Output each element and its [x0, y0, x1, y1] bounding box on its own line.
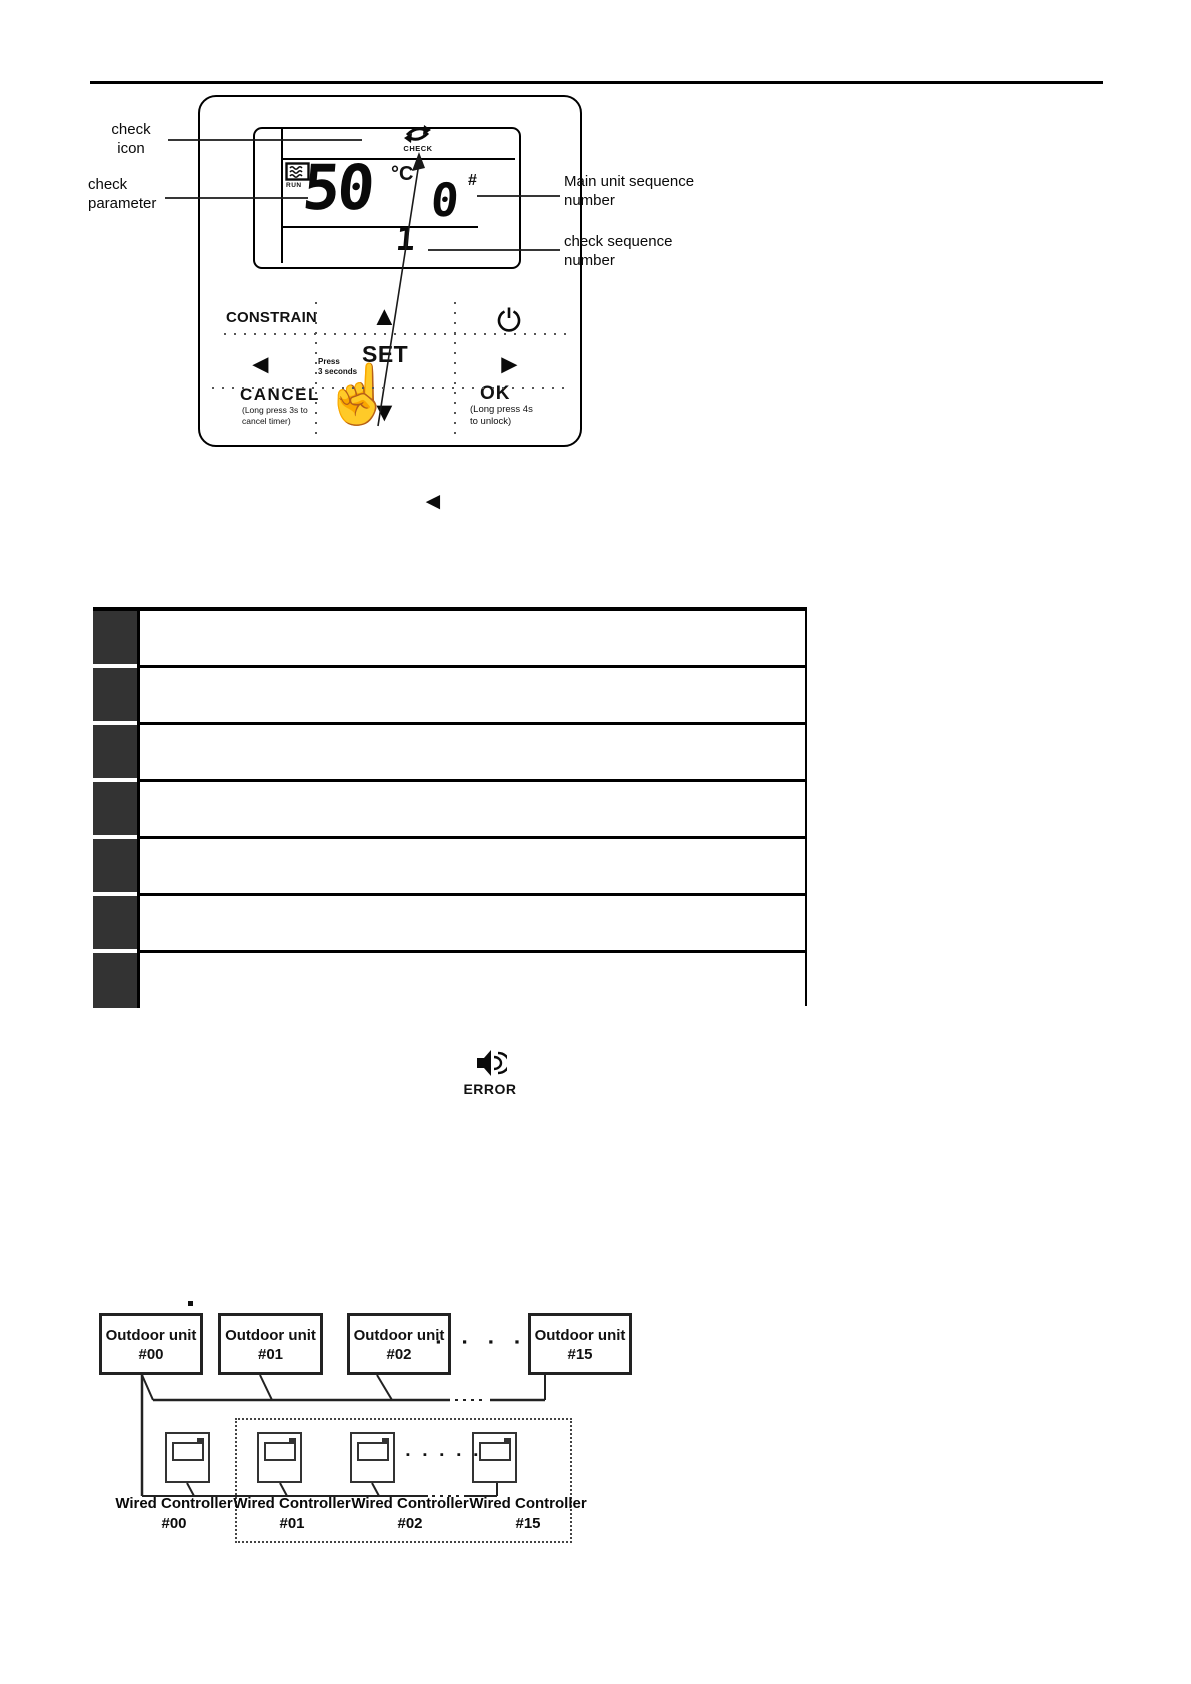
check-icon — [403, 124, 433, 144]
ok-button: OK — [480, 383, 511, 404]
table-row-label-cell — [93, 839, 137, 892]
main-unit-sequence-value: 0 — [428, 173, 462, 227]
controller-led — [382, 1438, 389, 1442]
page-top-rule — [90, 81, 1103, 84]
inline-left-arrow-icon: ◄ — [421, 488, 445, 515]
controller-screen — [479, 1442, 511, 1461]
table-row-label-cell — [93, 668, 137, 721]
outdoor-unit-box: Outdoor unit #00 — [99, 1313, 203, 1375]
wired-controller-label: Wired Controller #01 — [233, 1495, 351, 1532]
table-row-content-cell — [137, 725, 805, 782]
wired-controller-label: Wired Controller #00 — [115, 1495, 233, 1532]
table-row — [93, 953, 805, 1008]
lcd-divider-top — [282, 158, 515, 160]
left-button: ◄ — [247, 349, 274, 379]
parameter-table — [93, 607, 807, 1008]
lcd-divider-vertical — [281, 129, 283, 263]
controller-screen — [264, 1442, 296, 1461]
outdoor-unit-box: Outdoor unit #15 — [528, 1313, 632, 1375]
wired-controller-label: Wired Controller #02 — [351, 1495, 469, 1532]
error-label: ERROR — [463, 1081, 517, 1097]
callout-check-parameter: check parameter — [88, 176, 157, 212]
controller-screen — [357, 1442, 389, 1461]
controller-screen — [172, 1442, 204, 1461]
cancel-note: (Long press 3s to cancel timer) — [242, 405, 308, 426]
press-note: Press 3 seconds — [318, 357, 358, 376]
run-mode-icon — [285, 162, 311, 182]
callout-main-unit-sequence: Main unit sequence number — [564, 173, 695, 209]
temp-unit: °C — [391, 163, 414, 185]
wired-controller-box — [257, 1432, 302, 1483]
table-row-content-cell — [137, 896, 805, 953]
power-icon — [495, 305, 523, 333]
wired-controller-box — [472, 1432, 517, 1483]
table-row-label-cell — [93, 611, 137, 664]
wired-controller-box — [350, 1432, 395, 1483]
controller-led — [197, 1438, 204, 1442]
right-button: ► — [496, 349, 523, 379]
table-row — [93, 611, 805, 668]
callout-check-sequence: check sequence number — [564, 233, 673, 269]
check-parameter-value: 50 — [299, 151, 375, 224]
controller-group-dashed-border — [235, 1418, 572, 1543]
table-row — [93, 839, 805, 896]
wired-controller-label: Wired Controller #15 — [469, 1495, 587, 1532]
ok-note: (Long press 4s to unlock) — [470, 404, 533, 427]
table-row — [93, 725, 805, 782]
outdoor-unit-box: Outdoor unit #01 — [218, 1313, 323, 1375]
wired-controller-box — [165, 1432, 210, 1483]
main-unit-suffix: # — [468, 172, 477, 189]
table-row-content-cell — [137, 953, 805, 1008]
up-button: ▲ — [371, 301, 398, 331]
error-speaker-icon — [471, 1044, 511, 1084]
check-sequence-value: 1 — [394, 220, 417, 258]
table-row-content-cell — [137, 668, 805, 725]
check-icon-label: CHECK — [403, 144, 433, 153]
table-row-label-cell — [93, 953, 137, 1008]
outdoor-units-ellipsis: ▪ ▪ ▪ ▪ — [436, 1334, 529, 1349]
controller-led — [289, 1438, 296, 1442]
table-row-label-cell — [93, 725, 137, 778]
table-row — [93, 896, 805, 953]
cancel-button: CANCEL — [240, 385, 320, 404]
pressing-hand-icon: ☝ — [322, 362, 395, 427]
artifact-dot — [188, 1301, 193, 1306]
table-row — [93, 782, 805, 839]
table-row-content-cell — [137, 782, 805, 839]
table-row — [93, 668, 805, 725]
run-label: RUN — [286, 182, 302, 189]
outdoor-unit-box: Outdoor unit #02 — [347, 1313, 451, 1375]
controllers-ellipsis: ▪ ▪ ▪ ▪ ▪ — [406, 1449, 483, 1461]
lcd-display — [253, 127, 521, 269]
callout-check-icon: check icon — [111, 121, 151, 157]
constrain-button: CONSTRAIN — [226, 309, 317, 326]
table-row-label-cell — [93, 896, 137, 949]
controller-led — [504, 1438, 511, 1442]
table-row-content-cell — [137, 839, 805, 896]
table-row-content-cell — [137, 611, 805, 668]
table-row-label-cell — [93, 782, 137, 835]
